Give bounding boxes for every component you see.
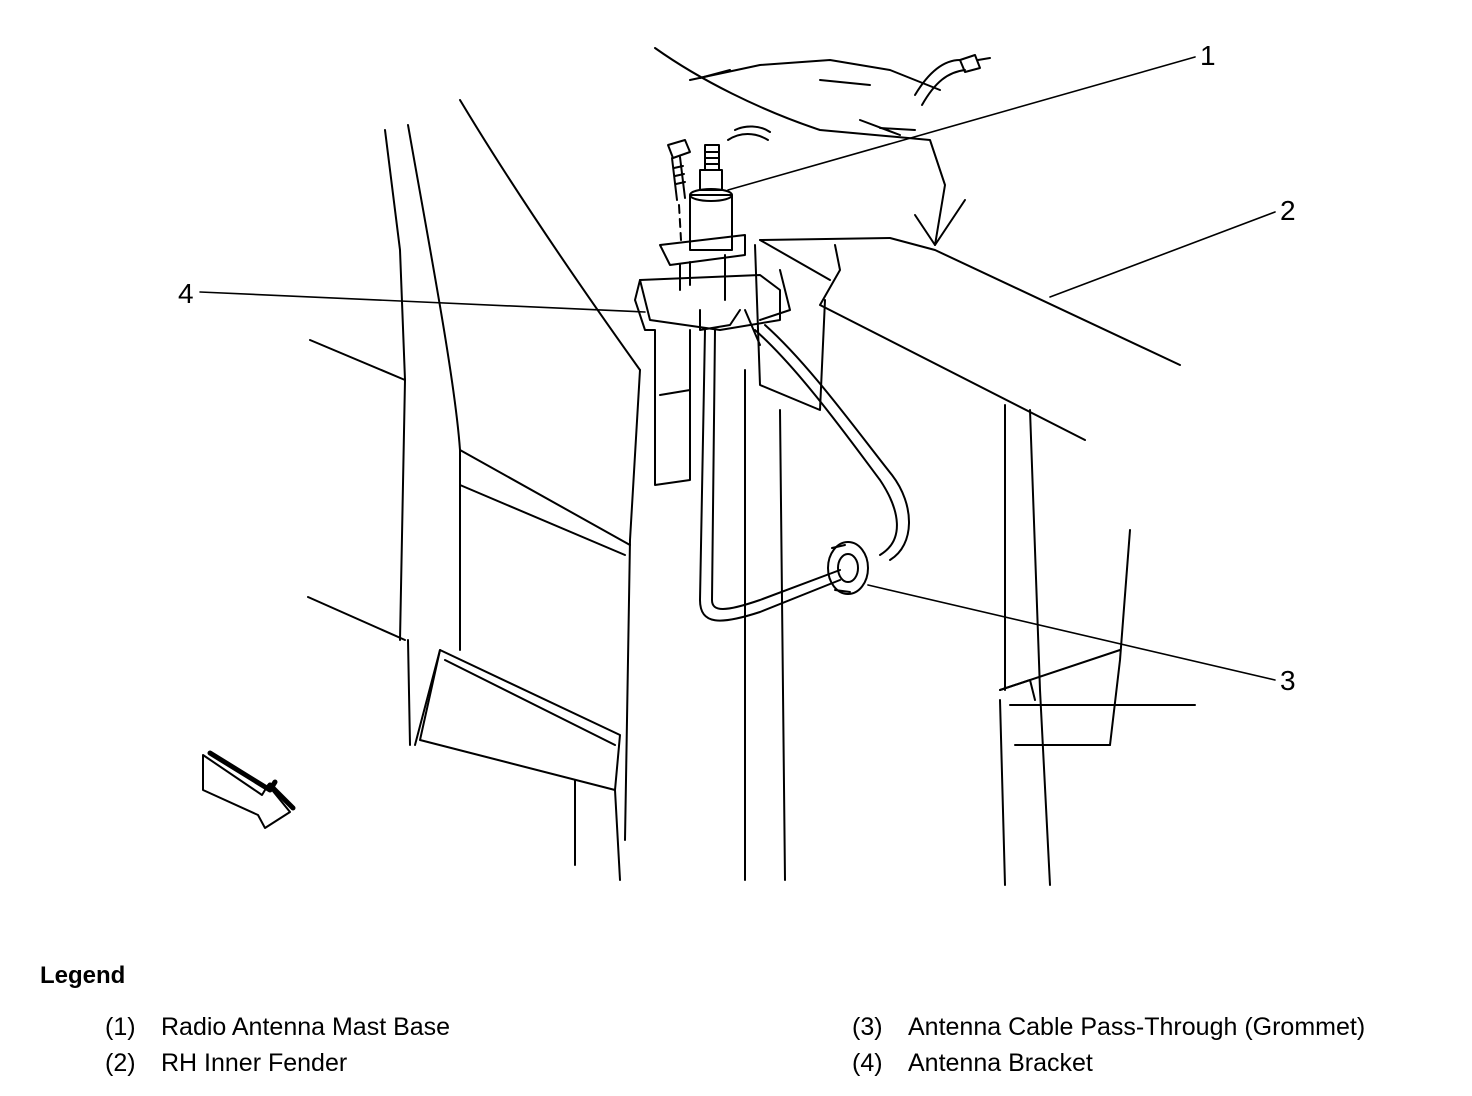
antenna-installation-diagram <box>199 47 1276 886</box>
callout-2: 2 <box>1280 195 1296 226</box>
legend-item-number: (3) <box>852 1013 883 1041</box>
antenna-mast-base <box>659 144 746 301</box>
legend-item-number: (4) <box>852 1049 883 1077</box>
left-pillar <box>307 99 641 841</box>
legend-item-text: Antenna Bracket <box>908 1049 1093 1077</box>
legend-item-text: Radio Antenna Mast Base <box>161 1013 451 1041</box>
legend-item-1: (1) Radio Antenna Mast Base <box>105 1012 450 1042</box>
legend-item-3: (3) Antenna Cable Pass-Through (Grommet) <box>852 1012 1365 1042</box>
forward-arrow-icon <box>202 750 296 829</box>
upper-body-panel <box>654 47 966 246</box>
callout-1: 1 <box>1200 40 1216 71</box>
legend-item-2: (2) RH Inner Fender <box>105 1048 347 1078</box>
legend-item-number: (1) <box>105 1013 136 1041</box>
callout-4: 4 <box>178 278 194 309</box>
center-pillars <box>744 244 826 881</box>
legend-item-text: RH Inner Fender <box>161 1049 348 1077</box>
legend-item-number: (2) <box>105 1049 136 1077</box>
cable-grommet <box>827 541 869 595</box>
lower-left-block <box>414 649 621 881</box>
legend-item-text: Antenna Cable Pass-Through (Grommet) <box>908 1013 1366 1041</box>
mounting-bolt <box>667 139 691 241</box>
callout-3: 3 <box>1280 665 1296 696</box>
rh-inner-fender <box>759 237 1196 886</box>
callout-leader-lines <box>199 56 1276 681</box>
antenna-cable <box>699 54 991 622</box>
antenna-bracket <box>634 274 781 486</box>
legend-title: Legend <box>40 962 126 989</box>
legend-item-4: (4) Antenna Bracket <box>852 1048 1093 1078</box>
